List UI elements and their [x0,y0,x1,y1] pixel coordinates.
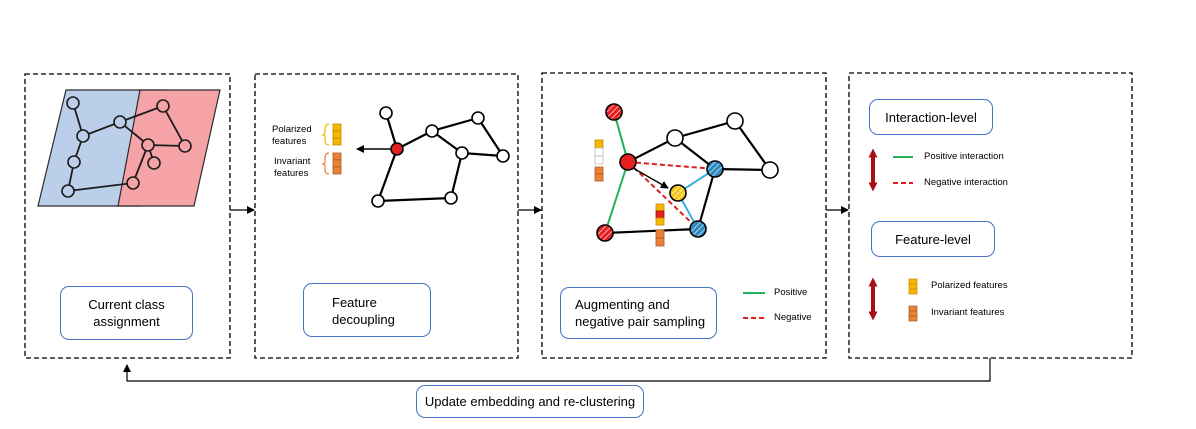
stage2-graph [321,106,510,208]
augmented-node [669,184,687,202]
stage3-label-line1: Augmenting and [575,297,670,312]
stage3-label-box: Augmenting and negative pair sampling [560,287,717,339]
invariant-brace [321,152,330,175]
stage2-label-line2: decoupling [332,312,395,327]
stage3-box [541,72,827,359]
highlight-node [390,142,404,156]
graph-node [666,129,684,147]
anchor-node [619,153,637,171]
graph-node [471,111,485,125]
negative-interaction-text: Negative interaction [924,177,1008,188]
invariant-features-label: Invariant features [274,156,311,179]
graph-node [141,138,155,152]
graph-node [371,194,385,208]
positive-interaction-text: Positive interaction [924,151,1004,162]
augment-arrow [632,167,669,189]
graph-node [496,149,510,163]
graph-node [761,161,779,179]
stage2-box [254,73,519,359]
stage2-label-line1: Feature [332,295,377,310]
graph-node [455,146,469,160]
graph-node [156,99,170,113]
feature-level-box: Feature-level [871,221,995,257]
augmented-node [596,224,614,242]
anchor-feature-bar [594,139,604,182]
feedback-label: Update embedding and re-clustering [424,394,636,409]
graph-node [726,112,744,130]
polarized-brace [321,123,330,146]
interaction-level-box: Interaction-level [869,99,993,135]
negative-edge [627,161,699,230]
negative-edge [627,161,716,170]
positive-edge [604,161,629,234]
polarized-features-text: Polarized features [931,280,1008,291]
stage4-legend [868,148,918,322]
graph-node [126,176,140,190]
augmented-node [605,103,623,121]
negative-node [706,160,724,178]
graph-node [76,129,90,143]
negative-node [689,220,707,238]
polarized-legend-bar [908,278,918,295]
invariant-features-text: Invariant features [931,307,1005,318]
stage3-graph [594,103,779,319]
cluster-region-red [117,89,221,207]
invariant-feature-bar [332,152,342,175]
stage1-label-line1: Current class [88,297,165,312]
feature-level-title: Feature-level [895,231,971,247]
polarized-feature-bar [332,123,342,146]
graph-node [178,139,192,153]
feedback-label-box: Update embedding and re-clustering [416,385,644,418]
feedback-line [123,358,991,382]
stage1-label-line2: assignment [93,314,160,329]
stage2-label-box: Feature decoupling [303,283,431,337]
stage4-box [848,72,1133,359]
graph-node [113,115,127,129]
interaction-level-title: Interaction-level [885,109,977,125]
graph-node [444,191,458,205]
graph-node [425,124,439,138]
stage1-graph [37,89,221,207]
stage1-label-box: Current class assignment [60,286,193,340]
polarized-features-label: Polarized features [272,124,312,147]
invariant-legend-bar [908,305,918,322]
augmented-feature-bar [655,203,665,247]
graph-node [66,96,80,110]
graph-node [67,155,81,169]
stage3-label-line2: negative pair sampling [575,314,706,329]
legend-positive-text: Positive [774,287,808,298]
graph-node [379,106,393,120]
legend-negative-text: Negative [774,312,812,323]
graph-node [147,156,161,170]
graph-node [61,184,75,198]
stage1-box [24,73,231,359]
